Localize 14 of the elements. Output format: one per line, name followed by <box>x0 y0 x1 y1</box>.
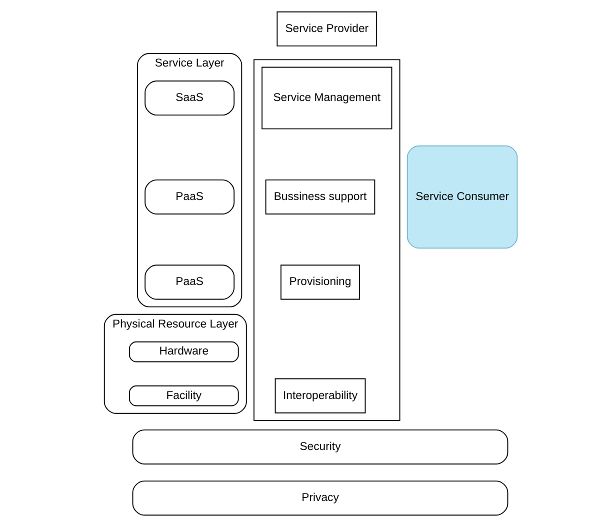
node-box: Service Consumer <box>406 145 518 249</box>
node-box: Provisioning <box>280 264 360 300</box>
node-box: Bussiness support <box>264 179 375 214</box>
cluster <box>253 59 400 421</box>
node-box: Hardware <box>128 341 238 362</box>
node-box: SaaS <box>144 80 234 116</box>
node-box: Facility <box>128 385 238 406</box>
node-box: PaaS <box>144 264 234 300</box>
node-box: Service Provider <box>276 11 377 46</box>
node-box: Privacy <box>132 480 508 516</box>
node-box: Interoperability <box>274 378 366 414</box>
node-box: Service Management <box>261 66 392 130</box>
node-box: Security <box>132 429 508 464</box>
node-box: PaaS <box>144 179 234 214</box>
